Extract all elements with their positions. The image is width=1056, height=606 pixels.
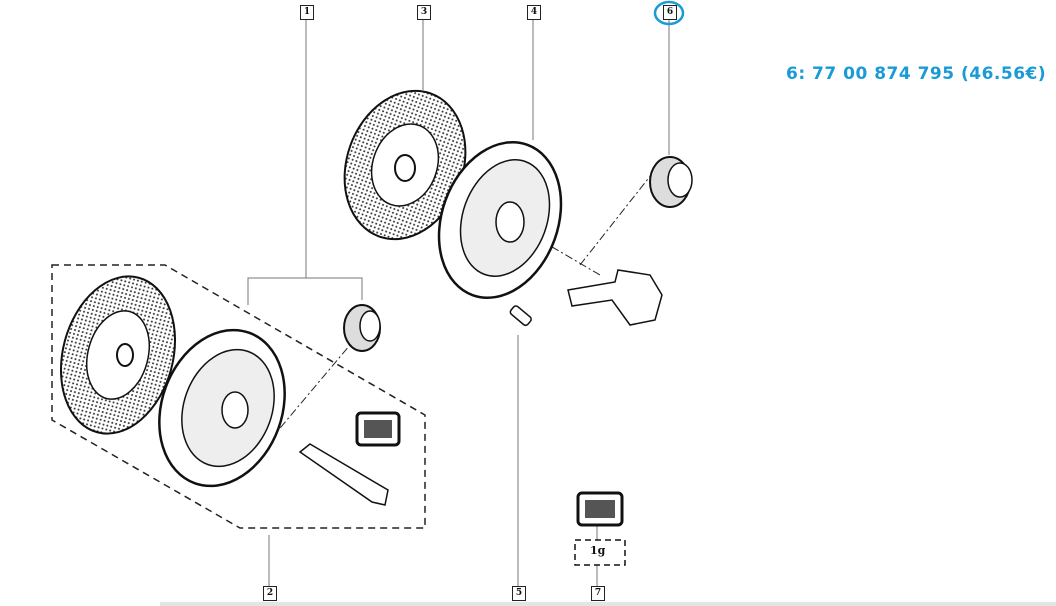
grease-sachet-part-7[interactable] (576, 491, 624, 527)
kit-pressure-plate (158, 328, 286, 488)
part-price-annotation: 6: 77 00 874 795 (46.56€) (786, 64, 1047, 84)
kit-clutch-disc (59, 275, 177, 435)
callout-6[interactable]: 6 (663, 5, 677, 20)
callout-7[interactable]: 7 (591, 586, 605, 601)
kit-release-bearing (343, 304, 381, 352)
grease-quantity-box (574, 539, 626, 566)
callout-4[interactable]: 4 (527, 5, 541, 20)
alignment-tool (298, 443, 389, 506)
pressure-plate-part-4[interactable] (418, 125, 582, 315)
kit-grease-sachet (355, 411, 401, 447)
callout-3[interactable]: 3 (417, 5, 431, 20)
clutch-kit-outline (51, 264, 426, 529)
grease-quantity: 1g (590, 544, 606, 557)
highlight-circle (653, 0, 685, 26)
callout-1[interactable]: 1 (300, 5, 314, 20)
release-bearing-part-6[interactable] (649, 156, 693, 208)
horizontal-scrollbar[interactable] (160, 602, 1056, 606)
bolt-part-5[interactable] (509, 305, 532, 327)
release-fork (567, 269, 663, 326)
callout-5[interactable]: 5 (512, 586, 526, 601)
callout-2[interactable]: 2 (263, 586, 277, 601)
leader-lines (247, 20, 670, 586)
